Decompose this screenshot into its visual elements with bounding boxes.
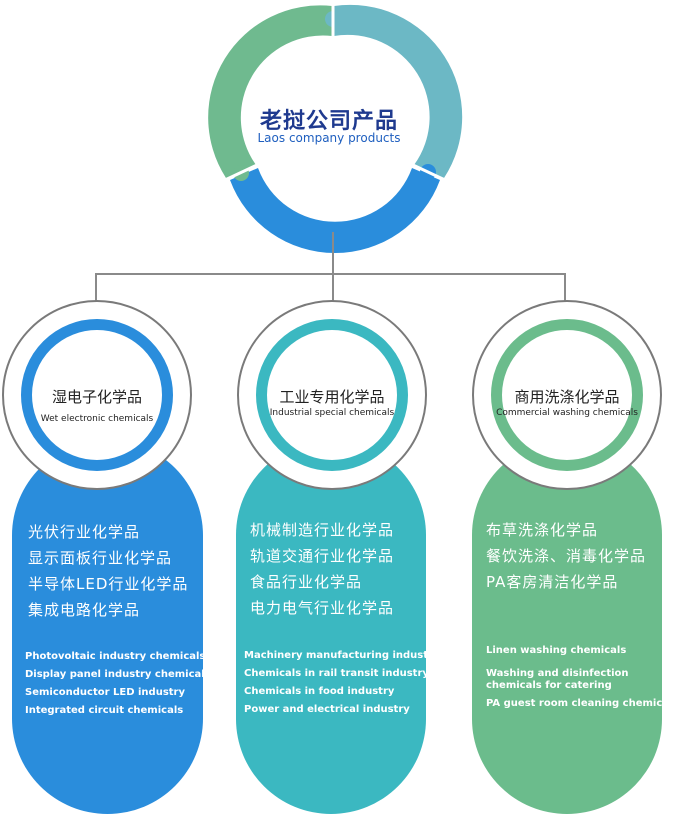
category-title-cn: 湿电子化学品 [51, 388, 142, 406]
connector-center [332, 273, 334, 305]
category-card-wet-electronic [12, 440, 203, 814]
ring-segment-right [334, 4, 463, 178]
list-item: Machinery manufacturing industry [244, 650, 440, 661]
items-en-list-wet-electronic: Photovoltaic industry chemicals Display … [25, 648, 211, 720]
items-cn-list-wet-electronic: 光伏行业化学品 显示面板行业化学品 半导体LED行业化学品 集成电路化学品 [28, 519, 188, 623]
connector-vertical-main [332, 232, 334, 274]
category-title-en: Industrial special chemicals [269, 408, 395, 418]
list-item: Semiconductor LED industry [25, 687, 186, 698]
items-en-list-industrial: Machinery manufacturing industry Chemica… [244, 647, 439, 719]
list-item: Power and electrical industry [244, 704, 410, 715]
list-item: Washing and disinfection chemicals for c… [486, 668, 629, 691]
items-cn-list-industrial: 机械制造行业化学品 轨道交通行业化学品 食品行业化学品 电力电气行业化学品 [250, 517, 394, 621]
list-item: 电力电气行业化学品 [250, 599, 395, 617]
list-item: 餐饮洗涤、消毒化学品 [486, 547, 647, 565]
list-item: Chemicals in food industry [244, 686, 395, 697]
list-item: 机械制造行业化学品 [250, 521, 395, 539]
center-title-en: Laos company products [257, 131, 401, 145]
category-title-en: Commercial washing chemicals [496, 408, 638, 418]
center-title-cn: 老挝公司产品 [259, 109, 398, 134]
list-item: 布草洗涤化学品 [486, 521, 599, 539]
list-item: 半导体LED行业化学品 [28, 575, 189, 593]
items-cn-list-commercial-washing: 布草洗涤化学品 餐饮洗涤、消毒化学品 PA客房清洁化学品 [486, 517, 646, 595]
list-item: 轨道交通行业化学品 [250, 547, 395, 565]
connector-right [564, 273, 566, 305]
ring-center-disc [253, 38, 413, 198]
list-item: Photovoltaic industry chemicals [25, 651, 206, 662]
center-ring [208, 4, 463, 254]
connector-left [95, 273, 97, 305]
category-title-cn: 工业专用化学品 [279, 388, 385, 406]
category-card-commercial-washing [472, 440, 662, 814]
category-ring-commercial-washing [491, 319, 643, 471]
ring-segment-bottom [230, 168, 440, 254]
category-ring-wet-electronic [21, 319, 173, 471]
list-item: Integrated circuit chemicals [25, 705, 184, 716]
connector-horizontal [95, 273, 565, 275]
list-item: Linen washing chemicals [486, 645, 627, 656]
list-item: Display panel industry chemicals [25, 669, 211, 680]
list-item: 显示面板行业化学品 [28, 549, 173, 567]
category-ring-industrial [256, 319, 408, 471]
list-item: 集成电路化学品 [28, 601, 141, 619]
list-item: 光伏行业化学品 [28, 523, 141, 541]
ring-segment-left [208, 5, 332, 178]
list-item: 食品行业化学品 [250, 573, 363, 591]
category-title-en: Wet electronic chemicals [40, 414, 154, 424]
list-item: Chemicals in rail transit industry [244, 668, 429, 679]
category-card-industrial [236, 440, 426, 814]
category-title-cn: 商用洗涤化学品 [514, 388, 620, 406]
list-item: PA客房清洁化学品 [486, 573, 619, 591]
list-item: PA guest room cleaning chemical [486, 698, 673, 709]
